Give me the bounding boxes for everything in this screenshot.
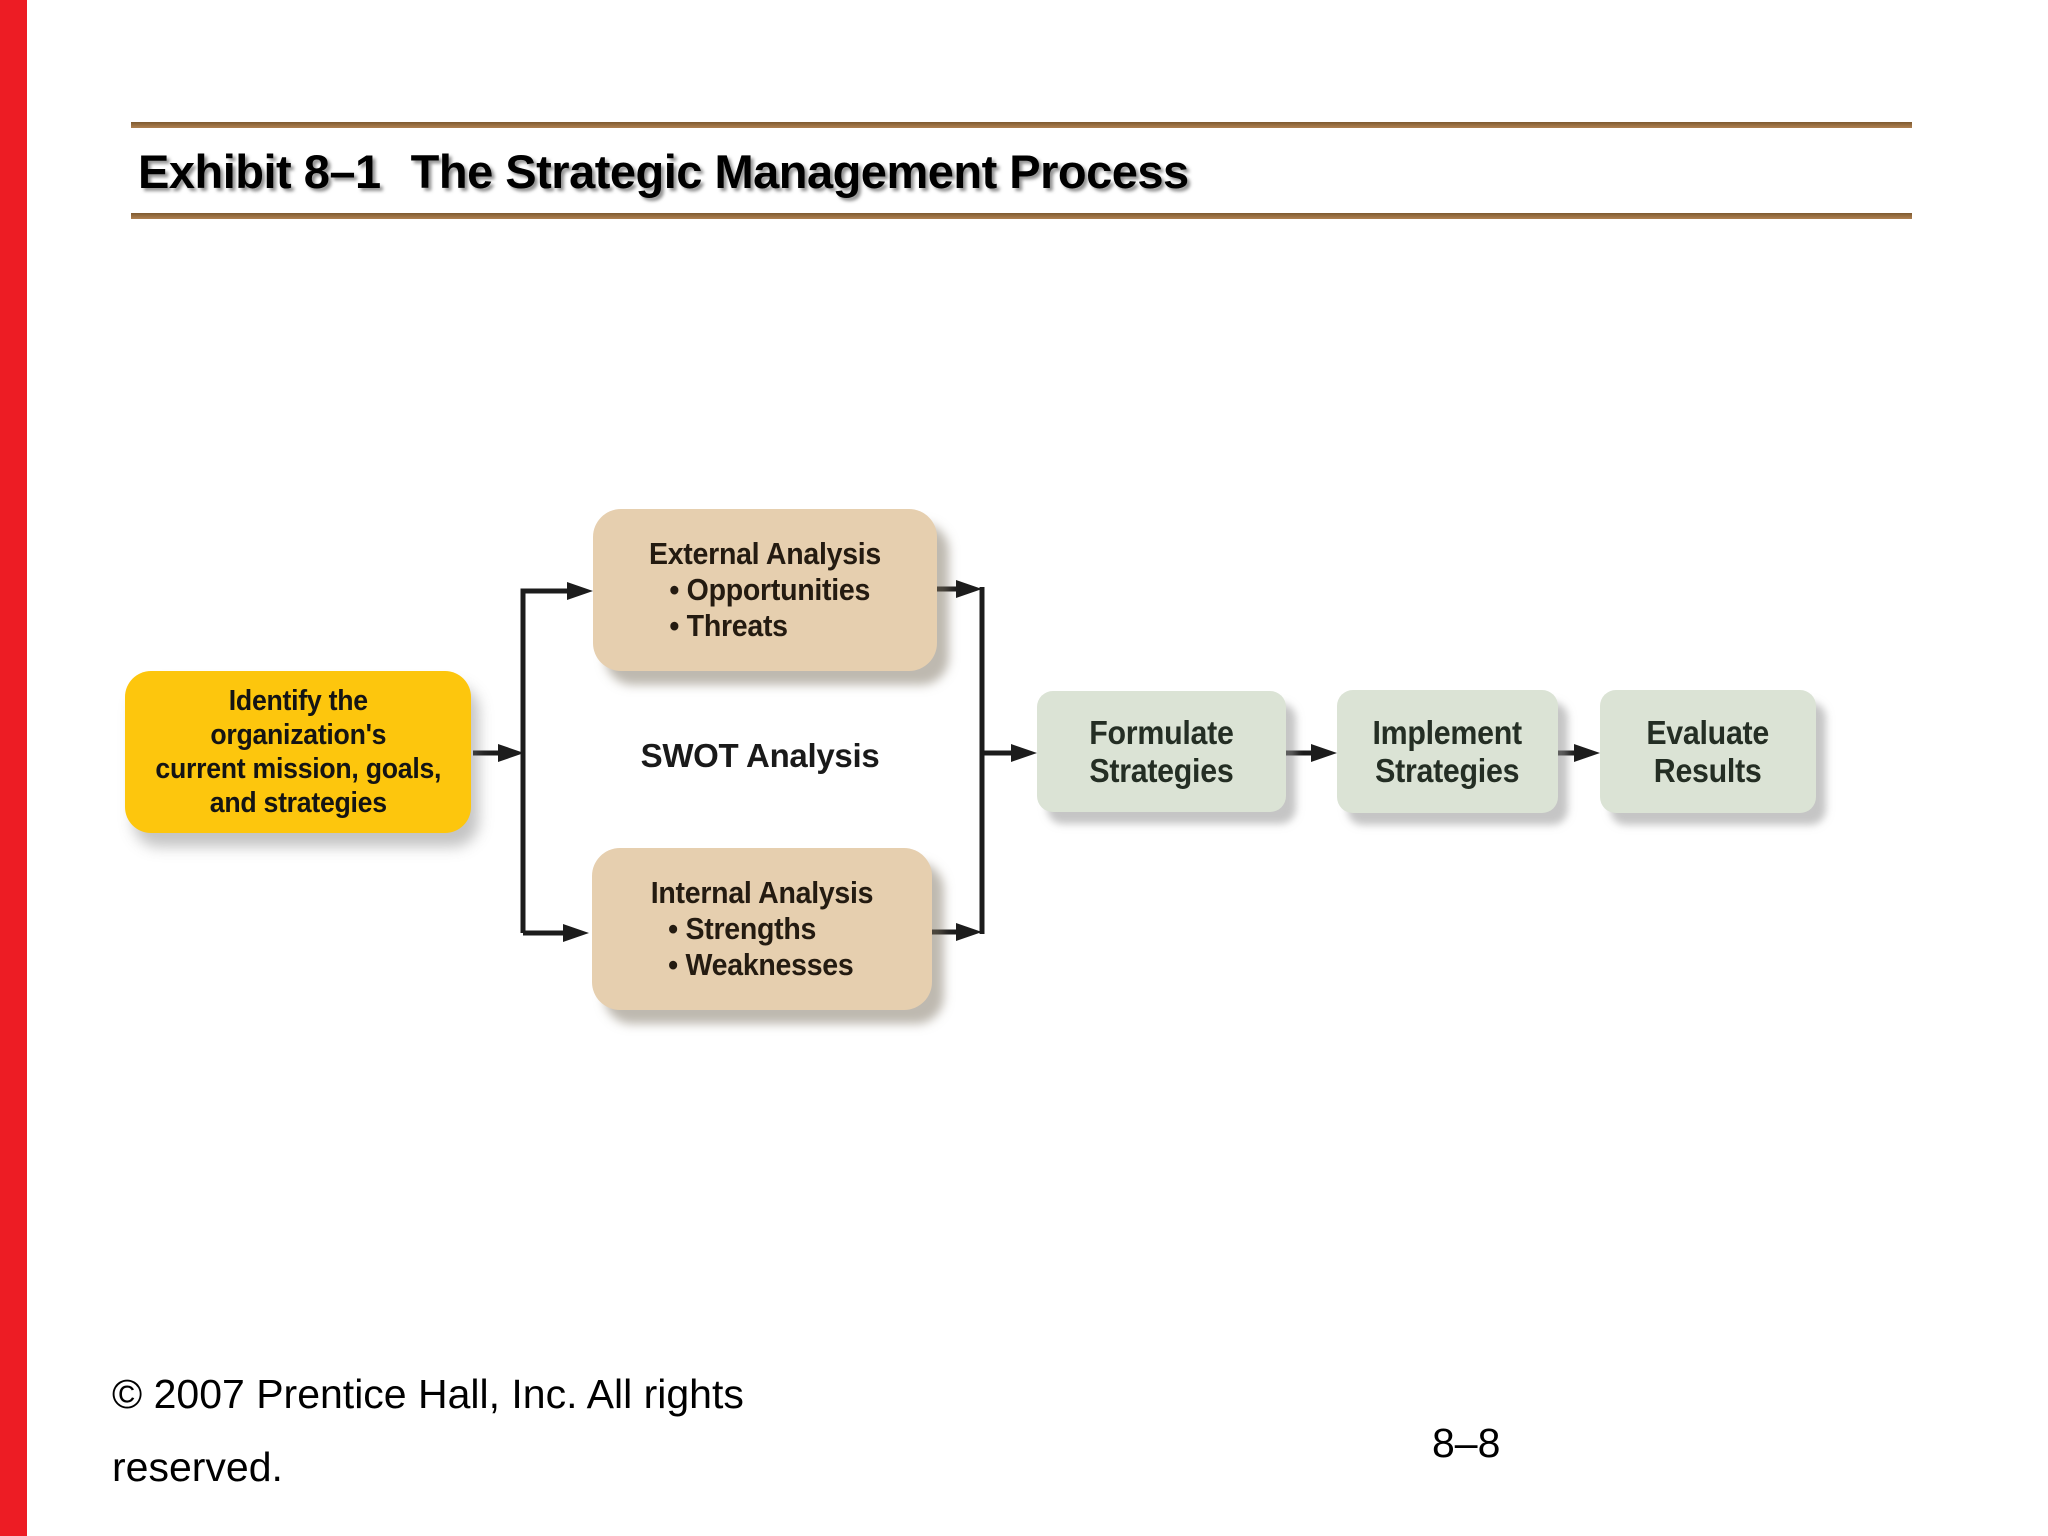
implement-box-line: Implement <box>1372 713 1523 751</box>
internal-box-heading: Internal Analysis <box>650 875 874 910</box>
internal-analysis-box: Internal Analysis • Strengths • Weakness… <box>592 848 932 1010</box>
external-box-bullet: • Threats <box>669 608 788 643</box>
header-rule-top <box>131 122 1912 128</box>
identify-box-line: Identify the <box>228 685 368 717</box>
left-accent-strip <box>0 0 27 1536</box>
internal-box-bullet: • Strengths <box>668 911 817 946</box>
external-box-bullet: • Opportunities <box>669 572 871 607</box>
evaluate-box-line: Evaluate <box>1646 713 1770 751</box>
title-text: The Strategic Management Process <box>410 145 1190 198</box>
identify-mission-box: Identify the organization's current miss… <box>125 671 471 833</box>
formulate-box-line: Formulate <box>1089 713 1234 751</box>
copyright-line: reserved. <box>112 1444 283 1490</box>
implement-strategies-box: Implement Strategies <box>1337 690 1558 813</box>
identify-box-line: current mission, goals, <box>155 753 441 785</box>
external-analysis-box: External Analysis • Opportunities • Thre… <box>593 509 937 671</box>
formulate-box-line: Strategies <box>1089 751 1234 789</box>
header-rule-bottom <box>131 213 1912 219</box>
swot-analysis-label: SWOT Analysis <box>640 737 880 774</box>
page-title: Exhibit 8–1 The Strategic Management Proc… <box>138 144 1189 199</box>
formulate-strategies-box: Formulate Strategies <box>1037 691 1286 812</box>
identify-box-line: organization's <box>210 719 386 751</box>
exhibit-label: Exhibit 8–1 <box>138 145 381 198</box>
evaluate-box-line: Results <box>1654 751 1762 789</box>
implement-box-line: Strategies <box>1375 751 1520 789</box>
copyright-notice: © 2007 Prentice Hall, Inc. All rights re… <box>112 1358 744 1504</box>
identify-box-line: and strategies <box>209 787 387 819</box>
page-number: 8–8 <box>1432 1420 1501 1466</box>
internal-box-bullet: • Weaknesses <box>668 947 854 982</box>
evaluate-results-box: Evaluate Results <box>1600 690 1816 813</box>
copyright-line: © 2007 Prentice Hall, Inc. All rights <box>112 1371 744 1417</box>
external-box-heading: External Analysis <box>648 536 882 571</box>
